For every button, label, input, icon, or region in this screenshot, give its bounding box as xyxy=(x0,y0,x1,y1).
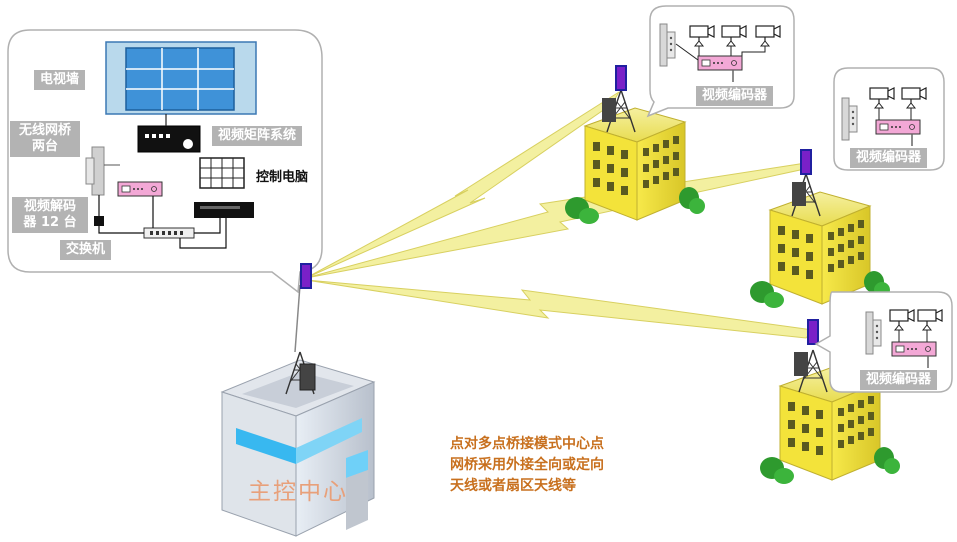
description-line-3: 天线或者扇区天线等 xyxy=(450,478,576,494)
wireless-links xyxy=(305,91,814,339)
remote-site-1 xyxy=(564,65,706,225)
remote-bubble-2 xyxy=(833,67,945,171)
center-building xyxy=(220,351,376,537)
decoder-device xyxy=(117,181,163,197)
control-pc xyxy=(194,157,254,218)
tv-wall-label: 电视墙 xyxy=(34,70,86,90)
cables xyxy=(98,195,227,249)
tv-wall xyxy=(105,41,257,115)
encoder-label-2: 视频编码器 xyxy=(850,148,928,168)
switch-label: 交换机 xyxy=(60,240,112,260)
video-matrix-device xyxy=(137,114,201,153)
center-building-label: 主控中心 xyxy=(248,479,348,505)
center-antenna xyxy=(300,263,312,289)
description-line-1: 点对多点桥接模式中心点 xyxy=(450,436,604,452)
matrix-label: 视频矩阵系统 xyxy=(212,126,303,146)
description-line-2: 网桥采用外接全向或定向 xyxy=(450,457,604,473)
bridge-label: 无线网桥两台 xyxy=(10,121,80,157)
remote-site-3 xyxy=(759,319,901,485)
encoder-label-3: 视频编码器 xyxy=(860,370,938,390)
pc-label: 控制电脑 xyxy=(256,170,309,185)
decoder-label: 视频解码器 12 台 xyxy=(12,197,88,233)
bridge-device-control xyxy=(85,146,120,196)
remote-bubble-3 xyxy=(814,291,953,393)
remote-site-2 xyxy=(749,149,891,309)
encoder-label-1: 视频编码器 xyxy=(696,86,774,106)
